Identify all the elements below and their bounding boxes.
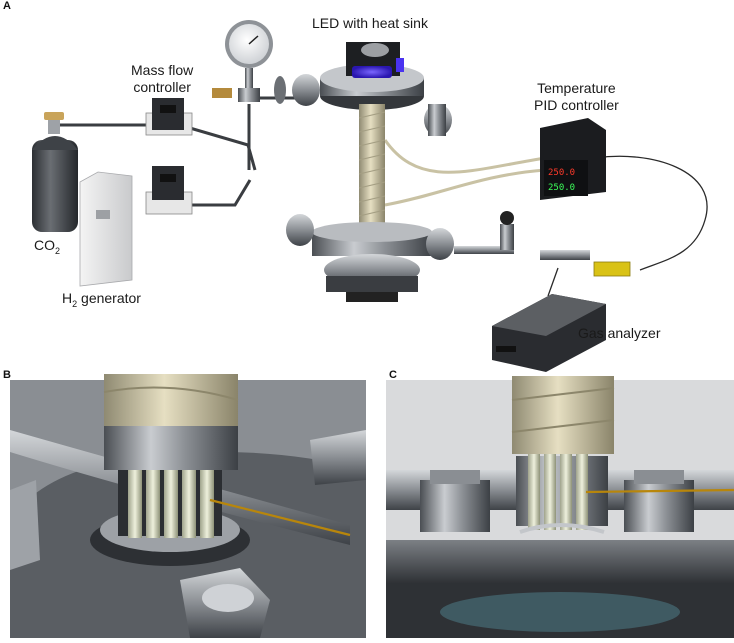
led-heat-sink-label: LED with heat sink [312, 15, 428, 31]
pid-controller: 250.0 250.0 [540, 118, 606, 200]
pid-display-bottom: 250.0 [548, 183, 575, 193]
h2-generator [79, 171, 133, 287]
mass-flow-controller-label: Mass flow controller [131, 62, 193, 96]
mass-flow-line-2: controller [133, 79, 191, 95]
co2-subscript: 2 [55, 245, 61, 256]
panel-c [386, 376, 734, 638]
panel-label-c: C [389, 369, 397, 381]
mass-flow-controller-top [145, 98, 193, 136]
thermocouple-connector [593, 261, 631, 277]
panel-b [10, 374, 366, 638]
reactor-bottom-flange [286, 211, 590, 302]
h2-subscript: 2 [72, 298, 78, 309]
pid-display-top: 250.0 [548, 168, 575, 178]
pressure-gauge [212, 20, 273, 102]
sensor-cable [595, 155, 708, 271]
gas-analyzer-label: Gas analyzer [578, 325, 661, 341]
gas-analyzer [492, 294, 606, 372]
h2-generator-label: H2 generator [62, 290, 141, 313]
catalyst-rods-cross [528, 450, 588, 530]
thermocouple-wire [383, 139, 546, 207]
co2-main: CO [34, 237, 55, 253]
mass-flow-controller-bottom [145, 166, 193, 215]
analyzer-cable [547, 267, 559, 297]
reactor-tube [358, 104, 386, 230]
h2-main: H [62, 290, 73, 306]
panel-a: 250.0 250.0 [32, 20, 708, 372]
catalyst-rods [128, 470, 214, 538]
led-heat-sink [346, 42, 404, 78]
temperature-controller-label: Temperature PID controller [534, 80, 619, 114]
co2-label: CO2 [34, 237, 60, 260]
temperature-line-1: Temperature [537, 80, 616, 96]
panel-label-a: A [3, 0, 11, 12]
mass-flow-line-1: Mass flow [131, 62, 194, 78]
temperature-line-2: PID controller [534, 97, 619, 113]
panel-label-b: B [3, 369, 11, 381]
h2-rest: generator [77, 290, 141, 306]
co2-cylinder [32, 112, 78, 232]
